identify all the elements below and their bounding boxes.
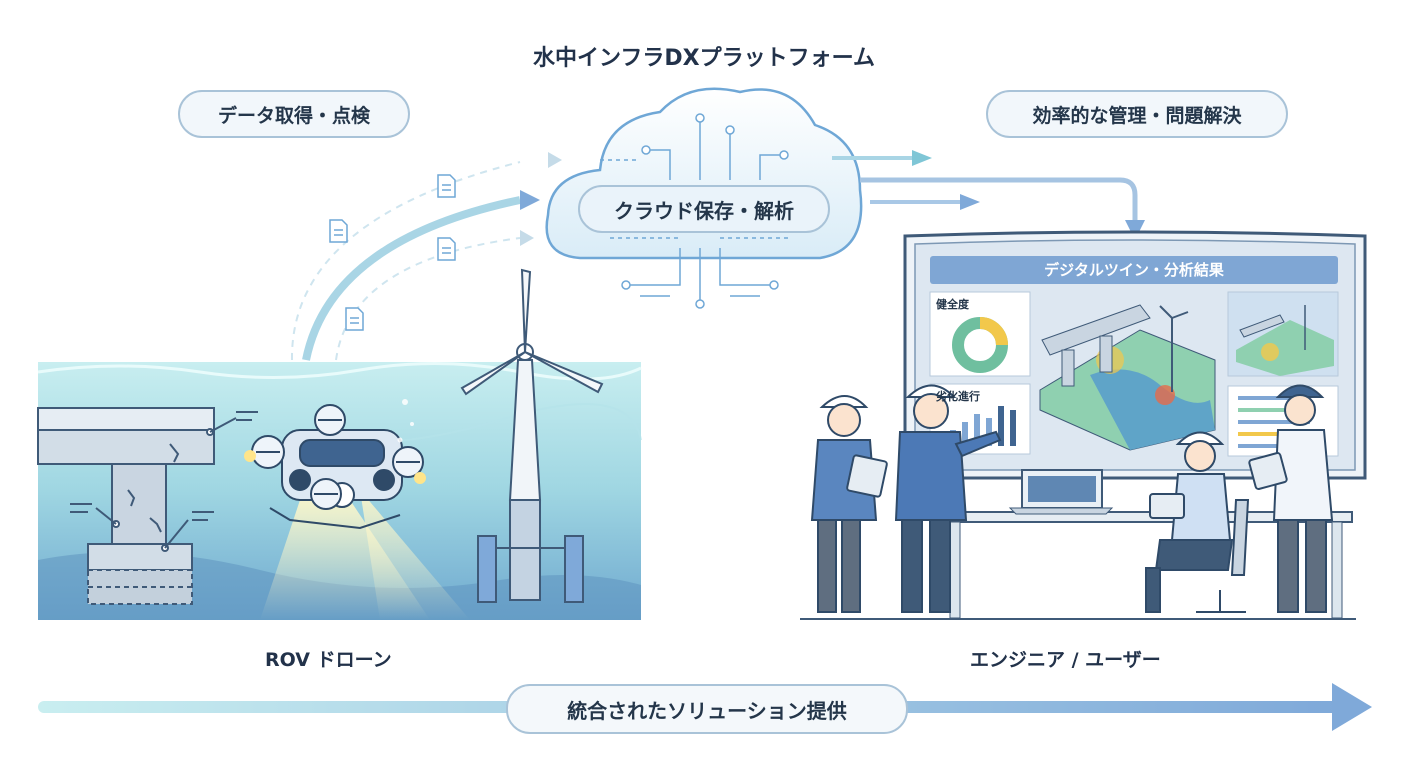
solution-label: 統合されたソリューション提供 xyxy=(506,684,908,734)
engineer-4 xyxy=(1248,384,1334,613)
engineer-2 xyxy=(894,384,1002,613)
output-arrows xyxy=(832,150,1145,240)
bubbles xyxy=(397,399,414,443)
bridge-pier xyxy=(37,407,258,605)
wind-turbine xyxy=(460,268,604,603)
rov-caption: ROV ドローン xyxy=(265,649,392,671)
upload-arrows xyxy=(290,152,562,361)
data-acquisition-label: データ取得・点検 xyxy=(178,90,410,138)
management-label: 効率的な管理・問題解決 xyxy=(986,90,1288,138)
health-label: 健全度 xyxy=(936,298,969,311)
page-title: 水中インフラDXプラットフォーム xyxy=(533,46,875,71)
engineer-3 xyxy=(1145,431,1250,613)
engineer-caption: エンジニア / ユーザー xyxy=(970,649,1161,671)
monitor xyxy=(903,230,1367,619)
file-icons xyxy=(329,174,456,331)
cloud-label: クラウド保存・解析 xyxy=(578,185,830,233)
degradation-label: 劣化進行 xyxy=(936,390,980,403)
screen-header: デジタルツイン・分析結果 xyxy=(1044,261,1224,279)
rov-drone xyxy=(244,404,470,620)
engineer-1 xyxy=(810,395,888,613)
